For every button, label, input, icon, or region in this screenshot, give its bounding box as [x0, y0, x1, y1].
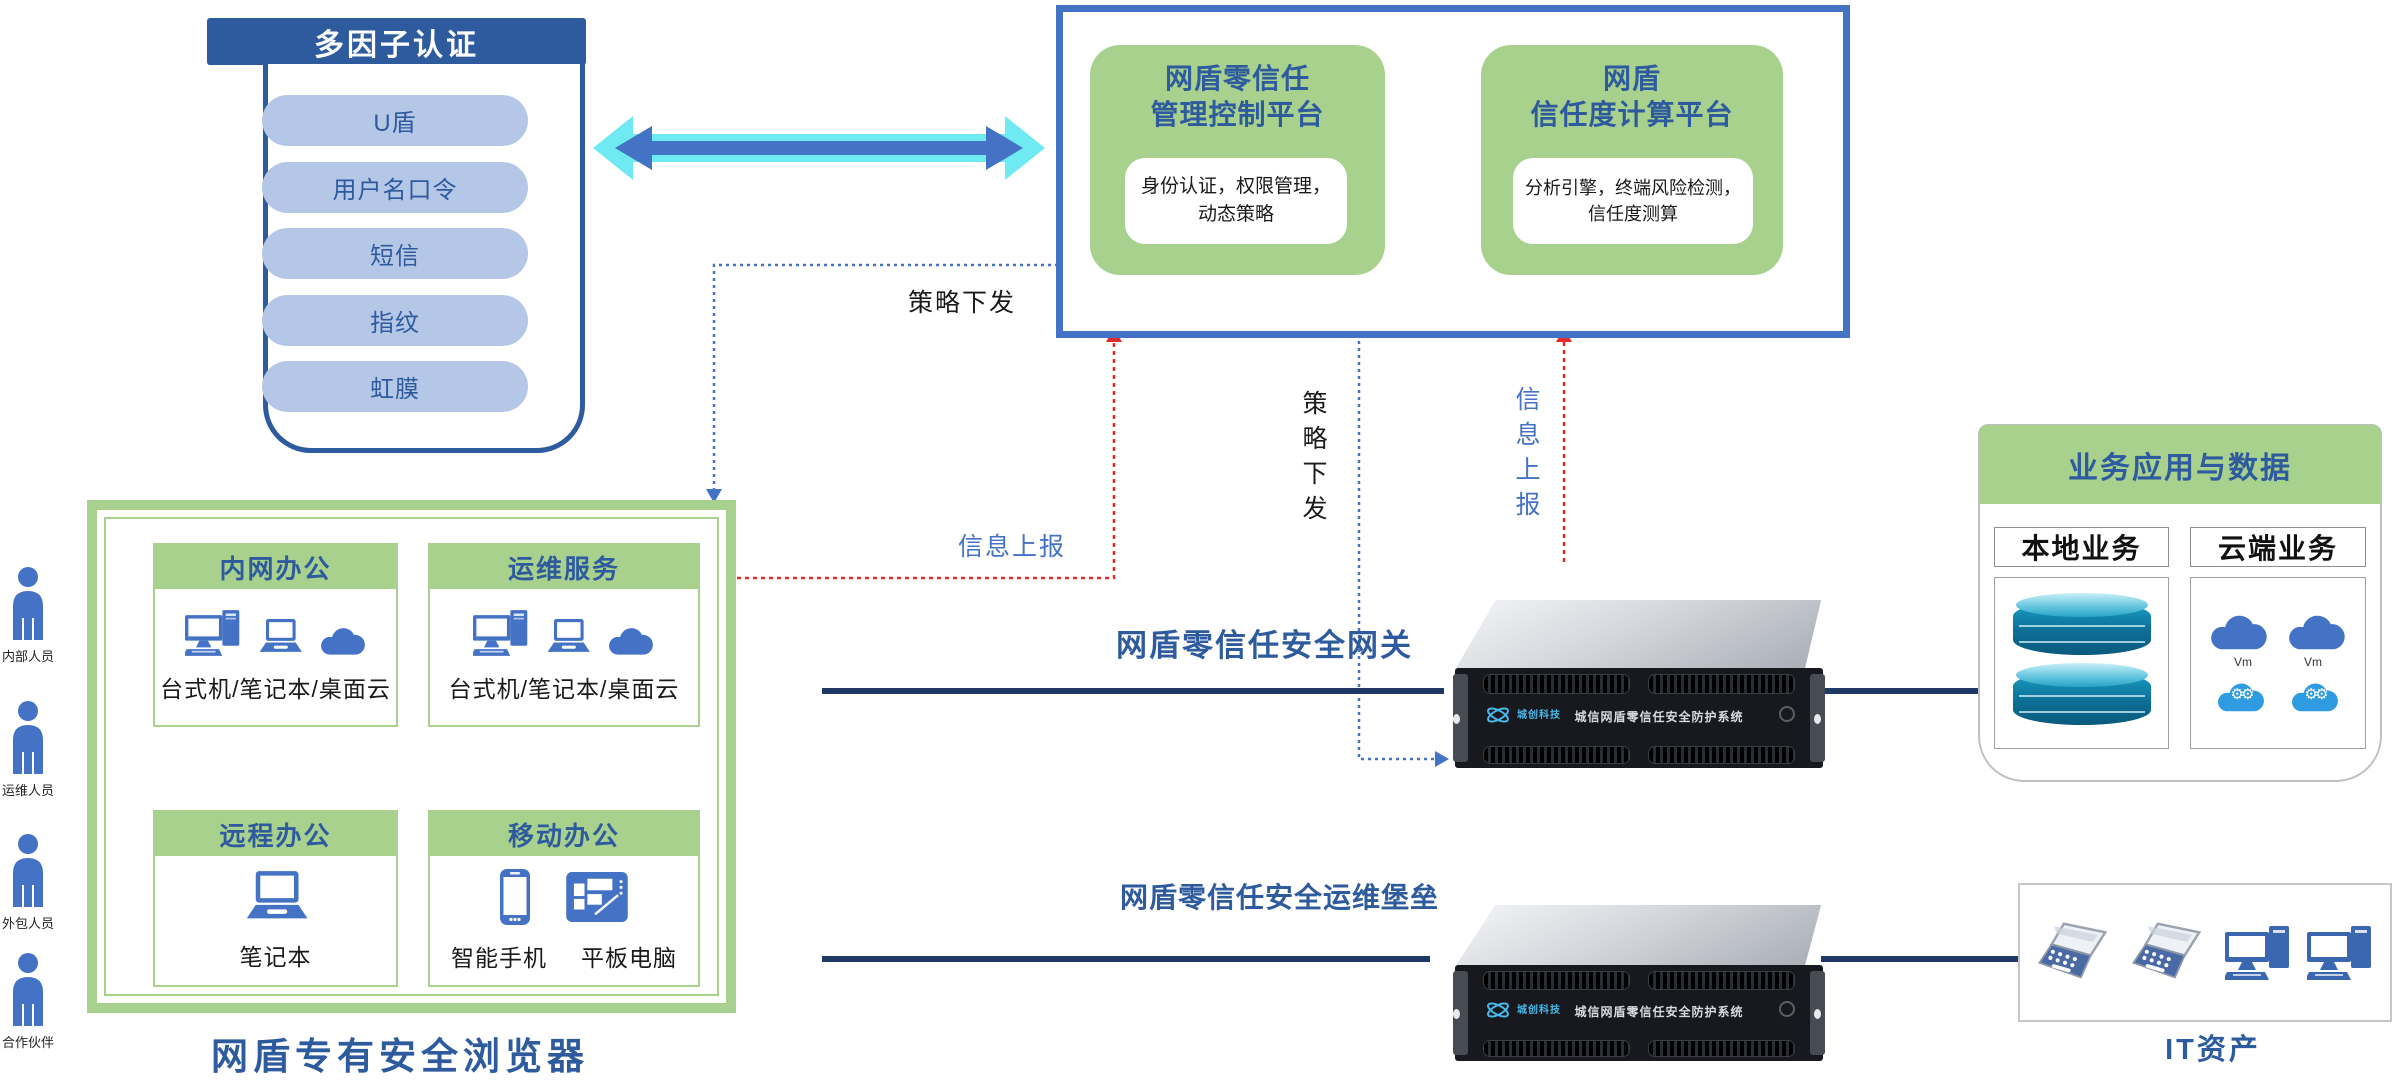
quadrant-intranet-label: 台式机/笔记本/桌面云 — [160, 676, 391, 702]
quadrant-ops-service: 运维服务 台式机/笔记本/桌面云 — [428, 543, 700, 727]
laptop-icon — [240, 870, 312, 924]
trust-platform-title: 网盾 信任度计算平台 — [1530, 63, 1734, 131]
laptop-icon — [543, 618, 593, 656]
desktop-icon — [184, 610, 241, 656]
rack-ear — [1810, 674, 1825, 762]
mfa-title: 多因子认证 — [314, 28, 479, 62]
quadrant-remote-label: 笔记本 — [239, 943, 312, 970]
laptop-3d-icon — [2131, 919, 2209, 987]
cloud-vm-icon — [2207, 613, 2271, 651]
person-internal: 内部人员 — [2, 566, 55, 665]
person-icon — [6, 566, 50, 642]
secure-browser-box: 内网办公 台式机/笔记本/桌面云 运维服务 — [87, 500, 736, 1013]
mfa-item-password: 用户名口令 — [262, 162, 528, 213]
server-lid — [1455, 600, 1822, 670]
server-lid — [1455, 905, 1822, 967]
person-icon — [6, 700, 50, 776]
quadrant-intranet-office: 内网办公 台式机/笔记本/桌面云 — [153, 543, 398, 727]
vendor-logo: 城创科技 — [1485, 997, 1561, 1023]
desktop-icon — [2307, 925, 2373, 980]
business-data-title: 业务应用与数据 — [2068, 451, 2292, 485]
local-business-label: 本地业务 — [1994, 527, 2169, 567]
secure-browser-inner-border — [104, 517, 719, 996]
person-icon — [6, 952, 50, 1028]
server-front-panel: 城创科技 城信网盾零信任安全防护系统 — [1453, 965, 1825, 1061]
gateway-label: 网盾零信任安全网关 — [1116, 628, 1413, 663]
person-label: 合作伙伴 — [2, 1035, 55, 1050]
smartphone-icon — [500, 868, 530, 925]
rack-ear — [1453, 970, 1468, 1056]
server-bezel-text: 城信网盾零信任安全防护系统 — [1574, 710, 1744, 724]
mfa-box-header: 多因子认证 — [207, 18, 586, 65]
desktop-icon — [2225, 925, 2291, 980]
server-bezel-text: 城信网盾零信任安全防护系统 — [1574, 1005, 1744, 1019]
person-icon — [6, 833, 50, 909]
it-assets-box — [2018, 883, 2392, 1022]
person-label: 运维人员 — [2, 783, 55, 798]
business-data-header: 业务应用与数据 — [1979, 425, 2381, 504]
trust-platform-detail: 分析引擎，终端风险检测， 信任度测算 — [1513, 158, 1753, 244]
bastion-label: 网盾零信任安全运维堡垒 — [1120, 882, 1440, 913]
local-business-pane — [1994, 577, 2169, 749]
control-platform-detail: 身份认证，权限管理， 动态策略 — [1125, 158, 1347, 244]
gear-cloud-icon: ⚙⚙ — [2216, 681, 2266, 713]
quadrant-mobile-office: 移动办公 智能手机 平板电脑 — [428, 810, 700, 987]
gear-cloud-icon: ⚙⚙ — [2290, 681, 2340, 713]
bastion-server-appliance: 城创科技 城信网盾零信任安全防护系统 — [1453, 905, 1825, 1065]
quadrant-ops-title: 运维服务 — [430, 545, 698, 589]
person-label: 内部人员 — [2, 649, 55, 664]
tablet-icon — [566, 871, 628, 922]
policy-down-label-mid: 策略下发 — [1299, 390, 1327, 530]
laptop-icon — [255, 618, 305, 656]
it-assets-label: IT资产 — [2165, 1034, 2261, 1066]
mfa-item-iris: 虹膜 — [262, 361, 528, 412]
rack-ear — [1810, 970, 1825, 1056]
quadrant-remote-title: 远程办公 — [155, 812, 396, 856]
quadrant-mobile-label-tablet: 平板电脑 — [581, 944, 677, 971]
quadrant-intranet-title: 内网办公 — [155, 545, 396, 589]
power-button — [1779, 1001, 1795, 1017]
mfa-item-fingerprint: 指纹 — [262, 295, 528, 346]
cloud-business-pane: Vm Vm ⚙⚙ ⚙⚙ — [2190, 577, 2366, 749]
quadrant-remote-office: 远程办公 笔记本 — [153, 810, 398, 987]
database-icon — [2012, 663, 2151, 725]
database-icon — [2012, 593, 2151, 655]
quadrant-ops-label: 台式机/笔记本/桌面云 — [448, 676, 680, 702]
control-platform-title: 网盾零信任 管理控制平台 — [1150, 63, 1325, 131]
quadrant-mobile-title: 移动办公 — [430, 812, 698, 856]
gateway-server-appliance: 城创科技 城信网盾零信任安全防护系统 — [1453, 600, 1825, 772]
desktop-icon — [473, 610, 529, 656]
secure-browser-caption: 网盾专有安全浏览器 — [211, 1036, 589, 1077]
vendor-logo: 城创科技 — [1485, 702, 1561, 728]
person-ops: 运维人员 — [2, 700, 55, 799]
server-front-panel: 城创科技 城信网盾零信任安全防护系统 — [1453, 668, 1825, 768]
person-outsourced: 外包人员 — [2, 833, 55, 932]
vm-label: Vm — [2304, 655, 2322, 669]
cloud-icon — [607, 626, 655, 656]
vendor-logo-text: 城创科技 — [1517, 709, 1561, 721]
cloud-icon — [319, 626, 367, 656]
cloud-vm-icon — [2285, 613, 2349, 651]
rack-ear — [1453, 674, 1468, 762]
vm-label: Vm — [2234, 655, 2252, 669]
power-button — [1779, 706, 1795, 722]
business-data-box: 业务应用与数据 本地业务 云端业务 Vm Vm ⚙⚙ — [1978, 424, 2382, 782]
mfa-item-sms: 短信 — [262, 228, 528, 279]
laptop-3d-icon — [2037, 919, 2115, 987]
quadrant-mobile-label-phone: 智能手机 — [451, 944, 547, 971]
cloud-business-label: 云端业务 — [2190, 527, 2366, 567]
platform-box: 网盾零信任 管理控制平台 身份认证，权限管理， 动态策略 网盾 信任度计算平台 … — [1056, 5, 1850, 338]
policy-down-label-top: 策略下发 — [908, 289, 1017, 317]
person-label: 外包人员 — [2, 916, 55, 931]
info-up-label-mid: 信息上报 — [1512, 386, 1540, 526]
info-up-label-left: 信息上报 — [958, 533, 1067, 561]
double-arrow-large — [593, 116, 1045, 180]
person-partner: 合作伙伴 — [2, 952, 55, 1051]
mfa-item-ukey: U盾 — [262, 95, 528, 146]
vendor-logo-text: 城创科技 — [1517, 1004, 1561, 1016]
